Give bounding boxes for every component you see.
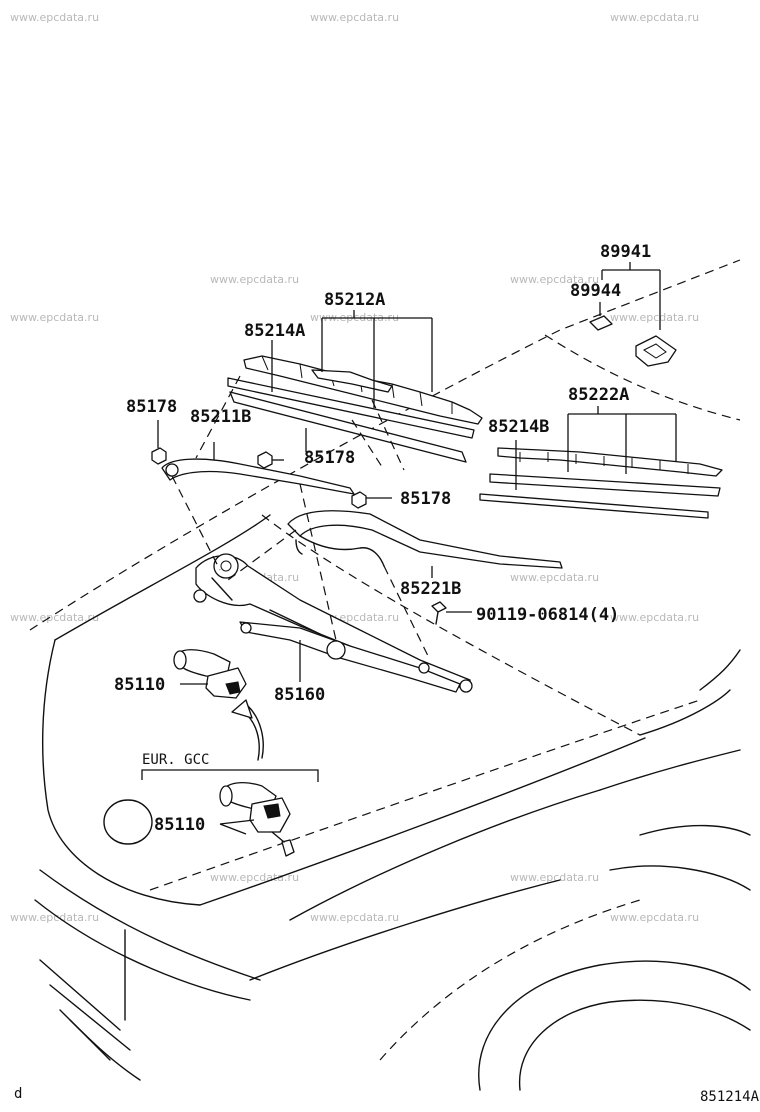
variant-label: EUR. GCC: [142, 752, 209, 768]
callout-85178-middle: 85178: [304, 448, 355, 468]
callout-85110-lower: 85110: [154, 815, 205, 835]
watermark: www.epcdata.ru: [310, 911, 399, 924]
watermark: www.epcdata.ru: [10, 911, 99, 924]
callout-85221B: 85221B: [400, 579, 461, 599]
watermark: www.epcdata.ru: [610, 911, 699, 924]
watermark: www.epcdata.ru: [610, 311, 699, 324]
wiper-motor-upper: [173, 649, 247, 699]
wiper-parts: [151, 315, 723, 857]
watermark: www.epcdata.ru: [510, 571, 599, 584]
watermark: www.epcdata.ru: [10, 311, 99, 324]
callout-85178-left: 85178: [126, 397, 177, 417]
nut-85178-c: [351, 491, 367, 509]
callout-85110-upper: 85110: [114, 675, 165, 695]
watermark: www.epcdata.ru: [10, 11, 99, 24]
callout-85212A: 85212A: [324, 290, 385, 310]
watermark: www.epcdata.ru: [10, 611, 99, 624]
nut-85178-b: [257, 451, 273, 469]
watermark: www.epcdata.ru: [510, 871, 599, 884]
leader-lines: [141, 262, 677, 835]
callout-85178-right: 85178: [400, 489, 451, 509]
right-wiper-arm: [287, 510, 563, 569]
watermark: www.epcdata.ru: [510, 273, 599, 286]
callout-89944: 89944: [570, 281, 621, 301]
refill-clip-large: [635, 335, 677, 367]
callout-85160: 85160: [274, 685, 325, 705]
watermark: www.epcdata.ru: [610, 611, 699, 624]
figure-id: 851214A: [700, 1089, 760, 1105]
watermark: www.epcdata.ru: [210, 871, 299, 884]
refill-clip-small: [589, 315, 613, 331]
callout-85222A: 85222A: [568, 385, 629, 405]
callout-85211B: 85211B: [190, 407, 251, 427]
bolt-90119: [431, 601, 447, 625]
watermark: www.epcdata.ru: [310, 11, 399, 24]
nut-85178-a: [151, 447, 167, 465]
right-wiper-refill: [489, 473, 721, 497]
callout-85214A: 85214A: [244, 321, 305, 341]
left-wiper-arm: [161, 458, 355, 495]
corner-mark: d: [14, 1086, 22, 1102]
right-wiper-blade: [497, 447, 723, 477]
watermark: www.epcdata.ru: [210, 273, 299, 286]
wiper-linkage: [193, 553, 473, 693]
callout-90119-06814: 90119-06814(4): [476, 605, 619, 625]
vehicle-body-outline: [29, 259, 751, 1091]
watermark: www.epcdata.ru: [610, 11, 699, 24]
callout-labels: 89941 89944 85212A 85214A 85178 85211B 8…: [14, 242, 760, 1105]
wiper-motor-lower: [219, 781, 295, 857]
left-wiper-refill: [229, 391, 467, 463]
arrow-icon: [231, 699, 264, 761]
left-wiper-blade: [243, 355, 483, 425]
callout-89941: 89941: [600, 242, 651, 262]
callout-85214B: 85214B: [488, 417, 549, 437]
